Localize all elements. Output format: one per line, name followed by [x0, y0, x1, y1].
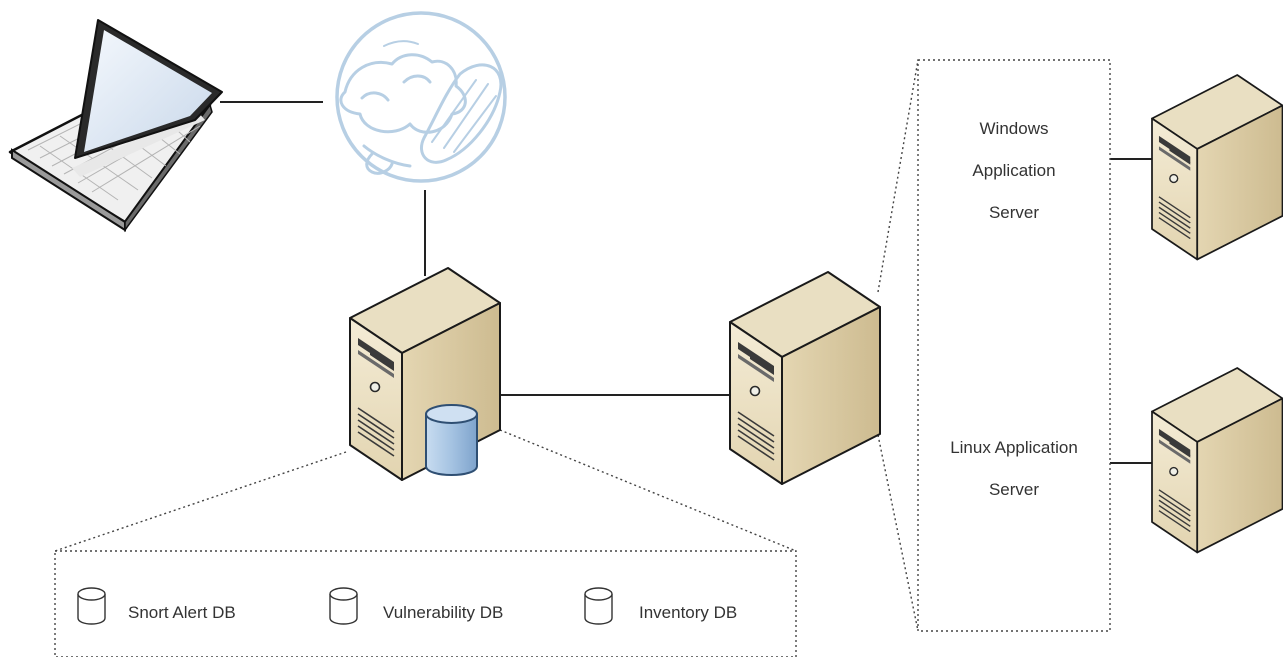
database-icon	[329, 587, 358, 625]
windows-server-label-line: Windows	[979, 119, 1049, 138]
windows-server-label: Windows Application Server	[919, 118, 1109, 244]
linux-server-label: Linux Application Server	[919, 437, 1109, 521]
app-servers-group-box	[917, 59, 1111, 632]
database-icon	[425, 404, 478, 476]
database-label-snort-alert: Snort Alert DB	[128, 603, 236, 622]
database-icon	[584, 587, 613, 625]
server-icon	[1151, 74, 1283, 261]
connections	[220, 101, 1152, 464]
linux-server-label-line: Server	[988, 480, 1040, 499]
server-icon	[729, 271, 881, 485]
database-icon	[77, 587, 106, 625]
databases-group-box	[54, 550, 797, 657]
windows-server-label-line: Server	[988, 203, 1040, 222]
server-icon	[1151, 367, 1283, 554]
windows-server-label-line: Application	[972, 161, 1056, 180]
laptop-icon	[8, 19, 223, 233]
database-label-inventory: Inventory DB	[639, 603, 738, 622]
dotted-callouts	[54, 59, 1111, 657]
network-globe-icon	[335, 11, 507, 183]
linux-server-label-line: Linux Application	[950, 438, 1078, 457]
database-label-vulnerability: Vulnerability DB	[383, 603, 504, 622]
